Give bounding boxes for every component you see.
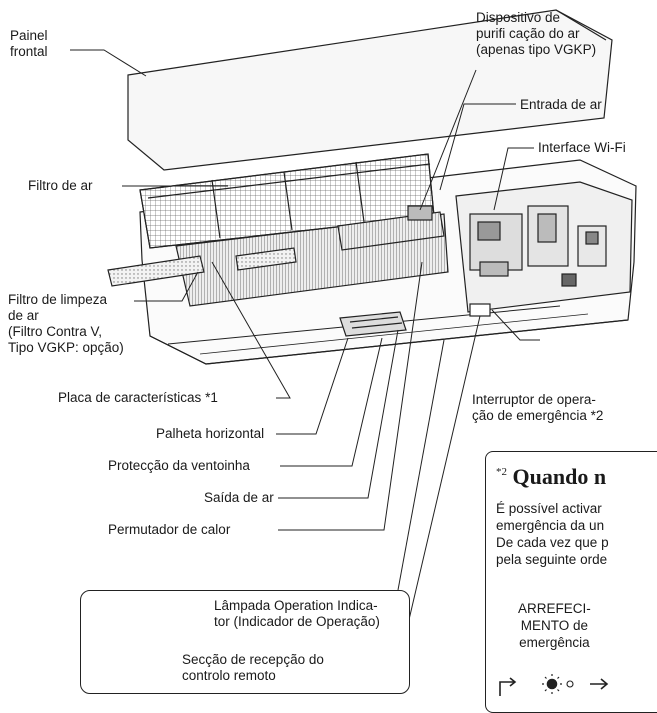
front-panel (127, 9, 613, 171)
label-emergency-switch: Interruptor de opera- ção de emergência … (472, 392, 604, 423)
air-filter-frame (139, 153, 435, 249)
note-text: É possível activar emergência da un De c… (496, 501, 609, 567)
label-air-filter: Filtro de ar (28, 178, 93, 193)
label-nameplate: Placa de características *1 (58, 390, 218, 405)
air-outlet (339, 303, 491, 337)
lamp-blinking-icon (542, 674, 562, 694)
label-air-inlet: Entrada de ar (520, 97, 602, 112)
label-front-panel: Painel frontal (10, 28, 48, 59)
note-emergency-box: *2 Quando n É possível activar emergênci… (485, 451, 657, 713)
air-cleaning-filter (107, 247, 297, 287)
air-purifier-device (337, 205, 445, 251)
lamp-off-icon (566, 680, 574, 688)
label-remote-receiver: Secção de recepção do controlo remoto (182, 652, 324, 683)
label-air-outlet: Saída de ar (204, 490, 274, 505)
label-air-cleaning-filter: Filtro de limpeza de ar (Filtro Contra V… (8, 292, 124, 355)
remote-receiver-box (80, 590, 410, 694)
note-mode-cooling: ARREFECI- MENTO de emergência (518, 601, 591, 650)
label-fan-guard: Protecção da ventoinha (108, 458, 250, 473)
label-operation-lamp: Lâmpada Operation Indica- tor (Indicador… (214, 598, 380, 629)
label-horizontal-vane: Palheta horizontal (156, 426, 265, 441)
label-wifi-interface: Interface Wi-Fi (538, 140, 626, 155)
leader-lines (70, 49, 540, 625)
note-title: *2 Quando n (496, 464, 607, 489)
label-air-purifier: Dispositivo de purifi cação do ar (apena… (476, 10, 597, 57)
arrow-right-icon (590, 678, 609, 690)
note-sequence-icons (499, 674, 609, 696)
label-heat-exchanger: Permutador de calor (108, 522, 231, 537)
indoor-unit-exploded-diagram (70, 9, 637, 661)
